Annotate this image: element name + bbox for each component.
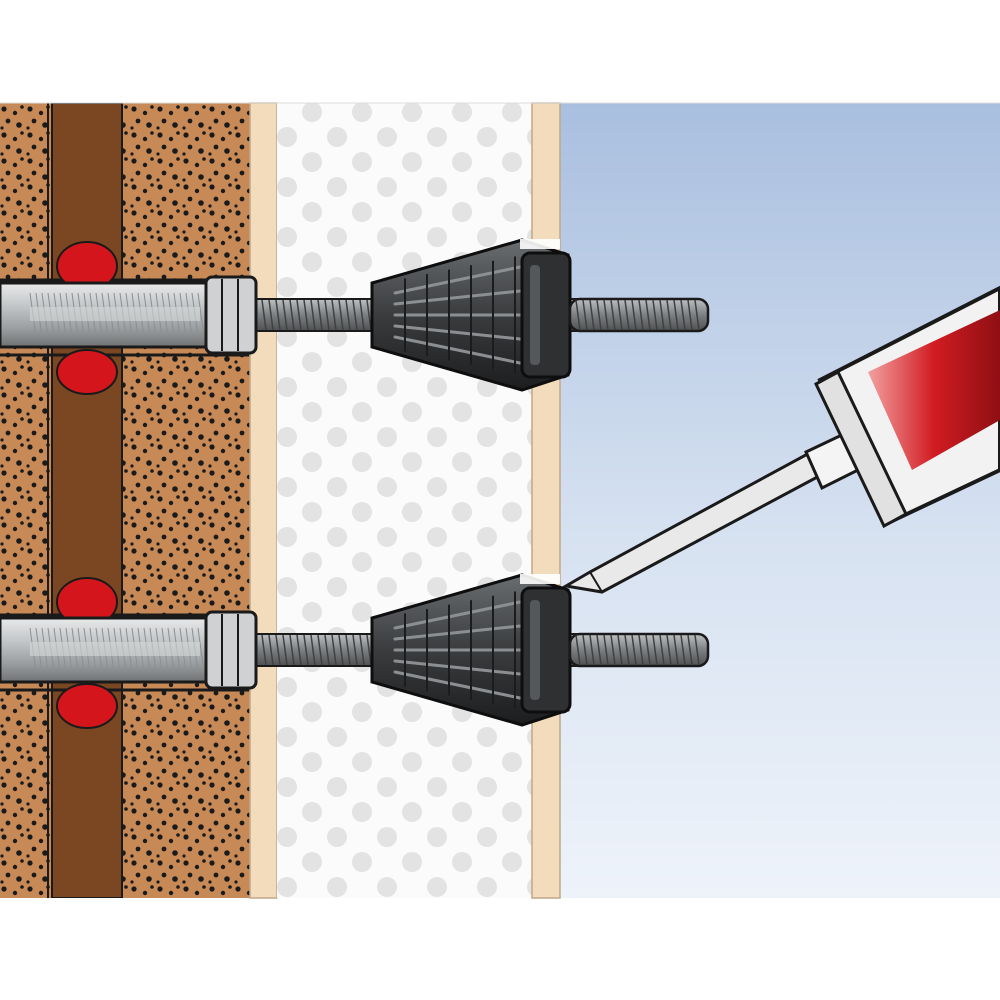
adhesive-blob-lower-bottom [56,683,118,729]
adhesive-blobs [56,241,118,729]
rod-tip-threads [575,634,700,666]
outer-render-layer [531,102,561,899]
vertical-mortar-joint [51,103,123,898]
insulation-layer [277,103,532,898]
lower-anchor [0,573,710,727]
expansion-clip [204,275,258,355]
inner-render-layer [249,102,278,899]
anchors-group [0,238,710,727]
expansion-clip [204,610,258,690]
cartridge-band [868,310,1000,470]
cone-flange [520,586,572,714]
cone-flange [520,251,572,379]
cone-ribs [393,256,522,374]
rod-tip-threads [575,299,700,331]
sealant-cartridge-icon [561,285,1000,594]
cone-ribs [393,591,522,709]
upper-anchor [0,238,710,392]
brick-wall [0,103,250,898]
adhesive-blob-upper-bottom [56,349,118,395]
